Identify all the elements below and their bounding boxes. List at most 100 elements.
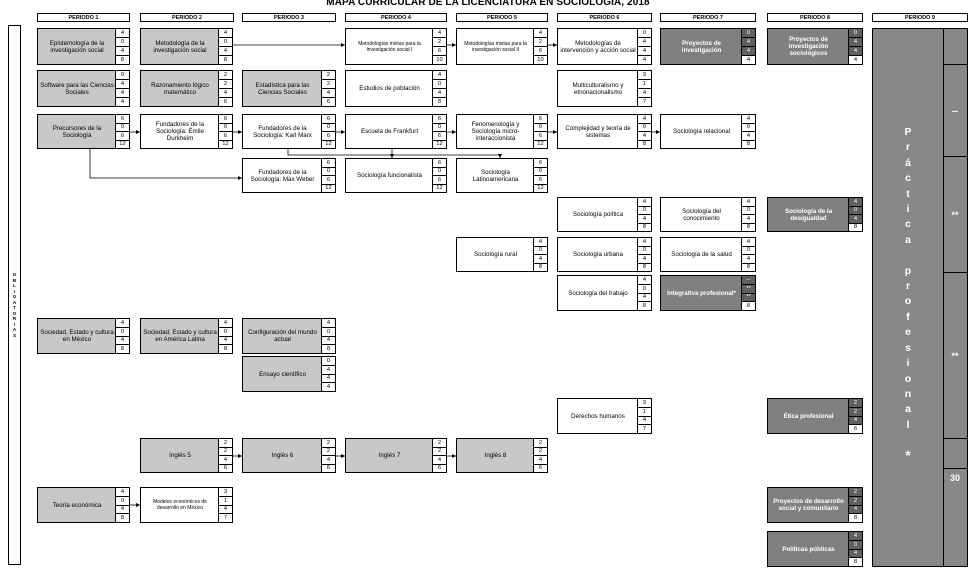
practica-star: * — [905, 447, 911, 463]
credit-value: 1 — [638, 407, 651, 417]
course-name: Inglés 8 — [484, 452, 507, 459]
credit-value: 4 — [638, 238, 651, 247]
credit-value: 4 — [116, 89, 129, 98]
course-name: Modelos económicos de desarrollo en Méxi… — [153, 499, 207, 511]
practice-credit-cell: 30 — [949, 473, 960, 483]
credit-value: 4 — [849, 38, 862, 47]
course-name: Sociología Latinoamericana — [472, 168, 519, 183]
credit-value: 4 — [849, 56, 862, 64]
credit-value: 0 — [638, 206, 651, 215]
credit-value: 12 — [534, 140, 547, 148]
credit-value: 2 — [534, 439, 547, 448]
credit-value: 0 — [116, 123, 129, 132]
course-name: Derechos humanos — [571, 412, 625, 420]
credit-value: 2 — [322, 447, 335, 456]
credit-value: 4 — [849, 416, 862, 426]
credit-value: 4 — [849, 198, 862, 207]
credit-value: 8 — [742, 223, 755, 231]
course-card: Metodologías mixtas para la investigació… — [456, 28, 548, 65]
credit-value: 0 — [219, 327, 232, 337]
credit-value: 4 — [849, 532, 862, 541]
practica-letter: c — [905, 218, 911, 231]
course-name: Teoría económica — [52, 501, 102, 509]
credit-value: 2 — [849, 399, 862, 408]
credit-value: 0 — [849, 540, 862, 550]
credit-value: 0 — [742, 123, 755, 132]
credit-value: 6 — [534, 464, 547, 472]
credit-value: 6 — [534, 47, 547, 56]
course-name: Metodologías de intervención y acción so… — [560, 39, 636, 54]
credit-value: 4 — [742, 56, 755, 64]
period-2-header: PERIODO 2 — [140, 13, 234, 22]
credit-value: 4 — [116, 319, 129, 328]
practica-letter: e — [905, 326, 911, 339]
credit-value: 4 — [219, 89, 232, 98]
credit-value: 8 — [849, 223, 862, 231]
course-name: Sociología del trabajo — [568, 289, 628, 297]
credit-value: 4 — [638, 293, 651, 303]
course-name: Fundadores de la Sociología: Karl Marx — [253, 124, 312, 139]
practica-letter: t — [906, 187, 910, 200]
credit-value: 4 — [638, 56, 651, 64]
credit-value: 2 — [219, 447, 232, 456]
practice-credit-cell: ** — [943, 157, 967, 273]
credit-value: 4 — [219, 456, 232, 465]
course-name: Sociedad, Estado y cultura en América La… — [143, 329, 217, 343]
practica-letter: l — [906, 418, 910, 431]
credit-value: 7 — [219, 514, 232, 522]
credit-value: 6 — [116, 132, 129, 141]
course-card: Integrativa profesional*--****8 — [660, 275, 756, 311]
course-name: Políticas públicas — [782, 545, 835, 553]
course-name: Fundadores de la Sociología: Émile Durkh… — [155, 121, 205, 142]
credit-value: 0 — [116, 71, 129, 80]
credit-value: 6 — [534, 132, 547, 141]
credit-value: 6 — [322, 176, 335, 185]
credit-value: 8 — [116, 345, 129, 353]
course-name: Sociología urbana — [573, 251, 623, 258]
credit-value: 6 — [219, 115, 232, 124]
practica-letter: i — [906, 357, 910, 370]
credit-value: 0 — [219, 123, 232, 132]
credit-value: 4 — [433, 456, 446, 465]
practica-letter: P — [904, 126, 912, 138]
credit-value: 8 — [742, 140, 755, 148]
credit-value: 0 — [849, 206, 862, 215]
credit-value: 4 — [849, 47, 862, 56]
course-name: Proyectos de desarrollo social y comunit… — [773, 498, 844, 512]
period-7-header: PERIODO 7 — [660, 13, 756, 22]
course-name: Inglés 6 — [271, 452, 294, 459]
credit-value: 4 — [742, 255, 755, 264]
course-name: Metodologías mixtas para la investigació… — [358, 40, 421, 53]
credit-value: 0 — [433, 167, 446, 176]
credit-value: 0 — [322, 357, 335, 366]
credit-value: 12 — [433, 140, 446, 148]
course-name: Ética profesional — [783, 412, 834, 420]
credit-value: 4 — [638, 132, 651, 141]
